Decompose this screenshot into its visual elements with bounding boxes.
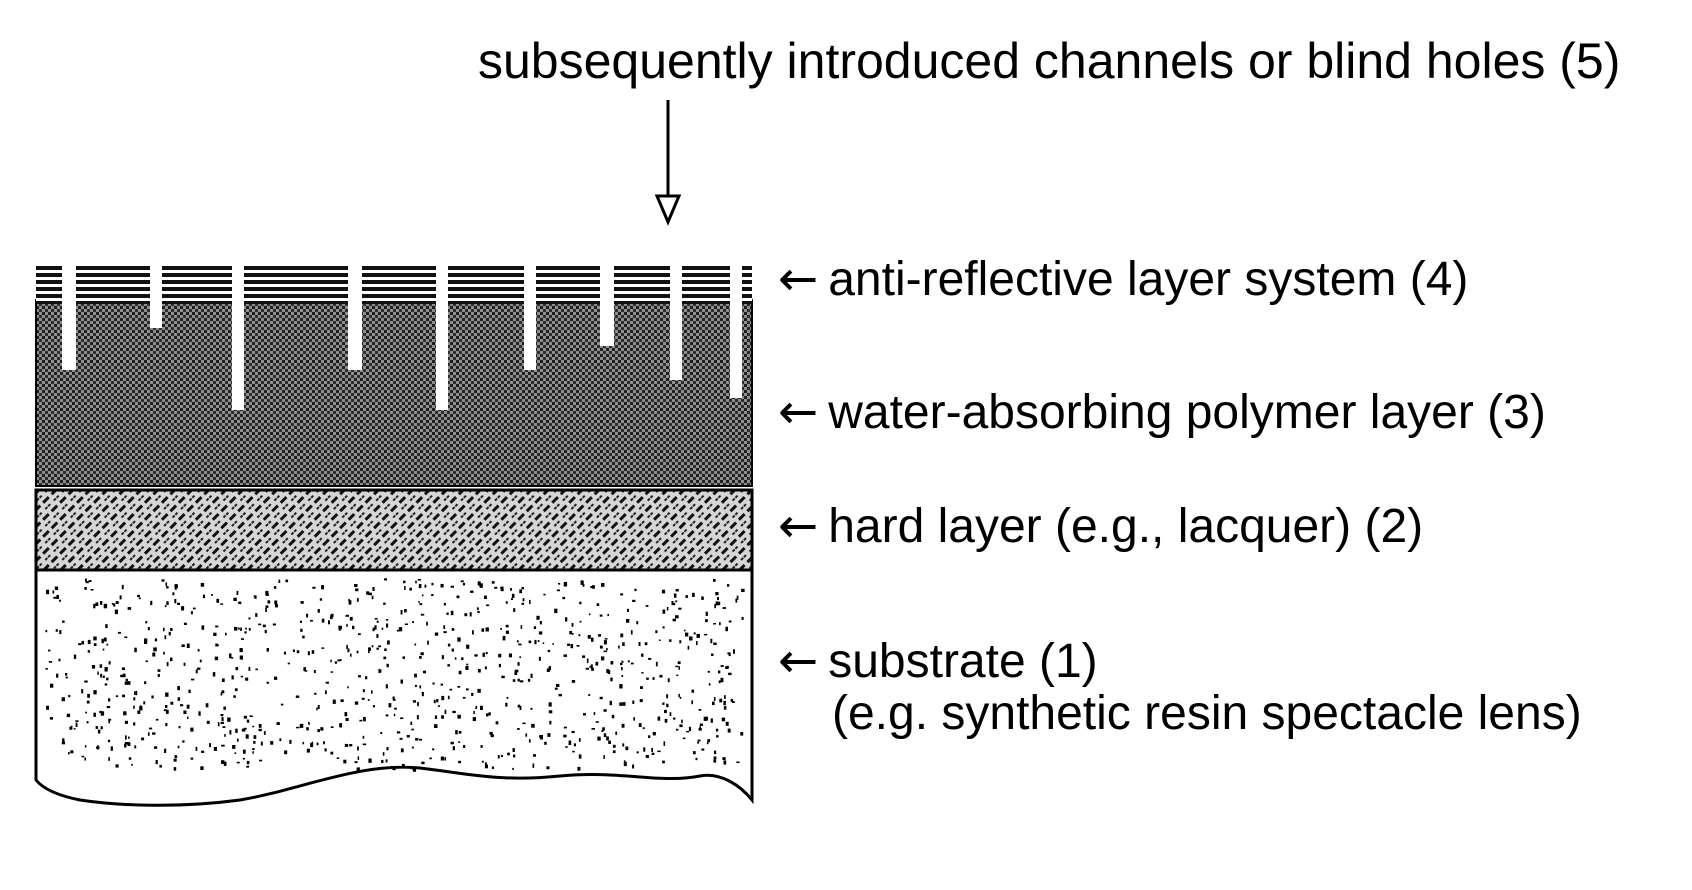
label-hard-layer-text: hard layer (e.g., lacquer) (2) <box>828 500 1423 553</box>
antireflective-layer <box>36 266 752 304</box>
label-antireflective-text: anti-reflective layer system (4) <box>828 253 1468 306</box>
channels-label: subsequently introduced channels or blin… <box>478 36 1620 86</box>
label-substrate-example: (e.g. synthetic resin spectacle lens) <box>832 690 1582 738</box>
label-hard-layer: ←hard layer (e.g., lacquer) (2) <box>778 502 1423 551</box>
hard-layer <box>36 490 752 570</box>
label-antireflective: ←anti-reflective layer system (4) <box>778 255 1468 304</box>
label-substrate: ←substrate (1) <box>778 637 1098 686</box>
left-arrow-icon: ← <box>778 502 818 550</box>
channels-arrow <box>657 100 679 222</box>
label-polymer: ←water-absorbing polymer layer (3) <box>778 388 1546 437</box>
left-arrow-icon: ← <box>778 388 818 436</box>
label-substrate-text: substrate (1) <box>828 635 1097 688</box>
left-arrow-icon: ← <box>778 255 818 303</box>
left-arrow-icon: ← <box>778 637 818 685</box>
label-polymer-text: water-absorbing polymer layer (3) <box>828 386 1546 439</box>
polymer-layer <box>36 300 752 486</box>
